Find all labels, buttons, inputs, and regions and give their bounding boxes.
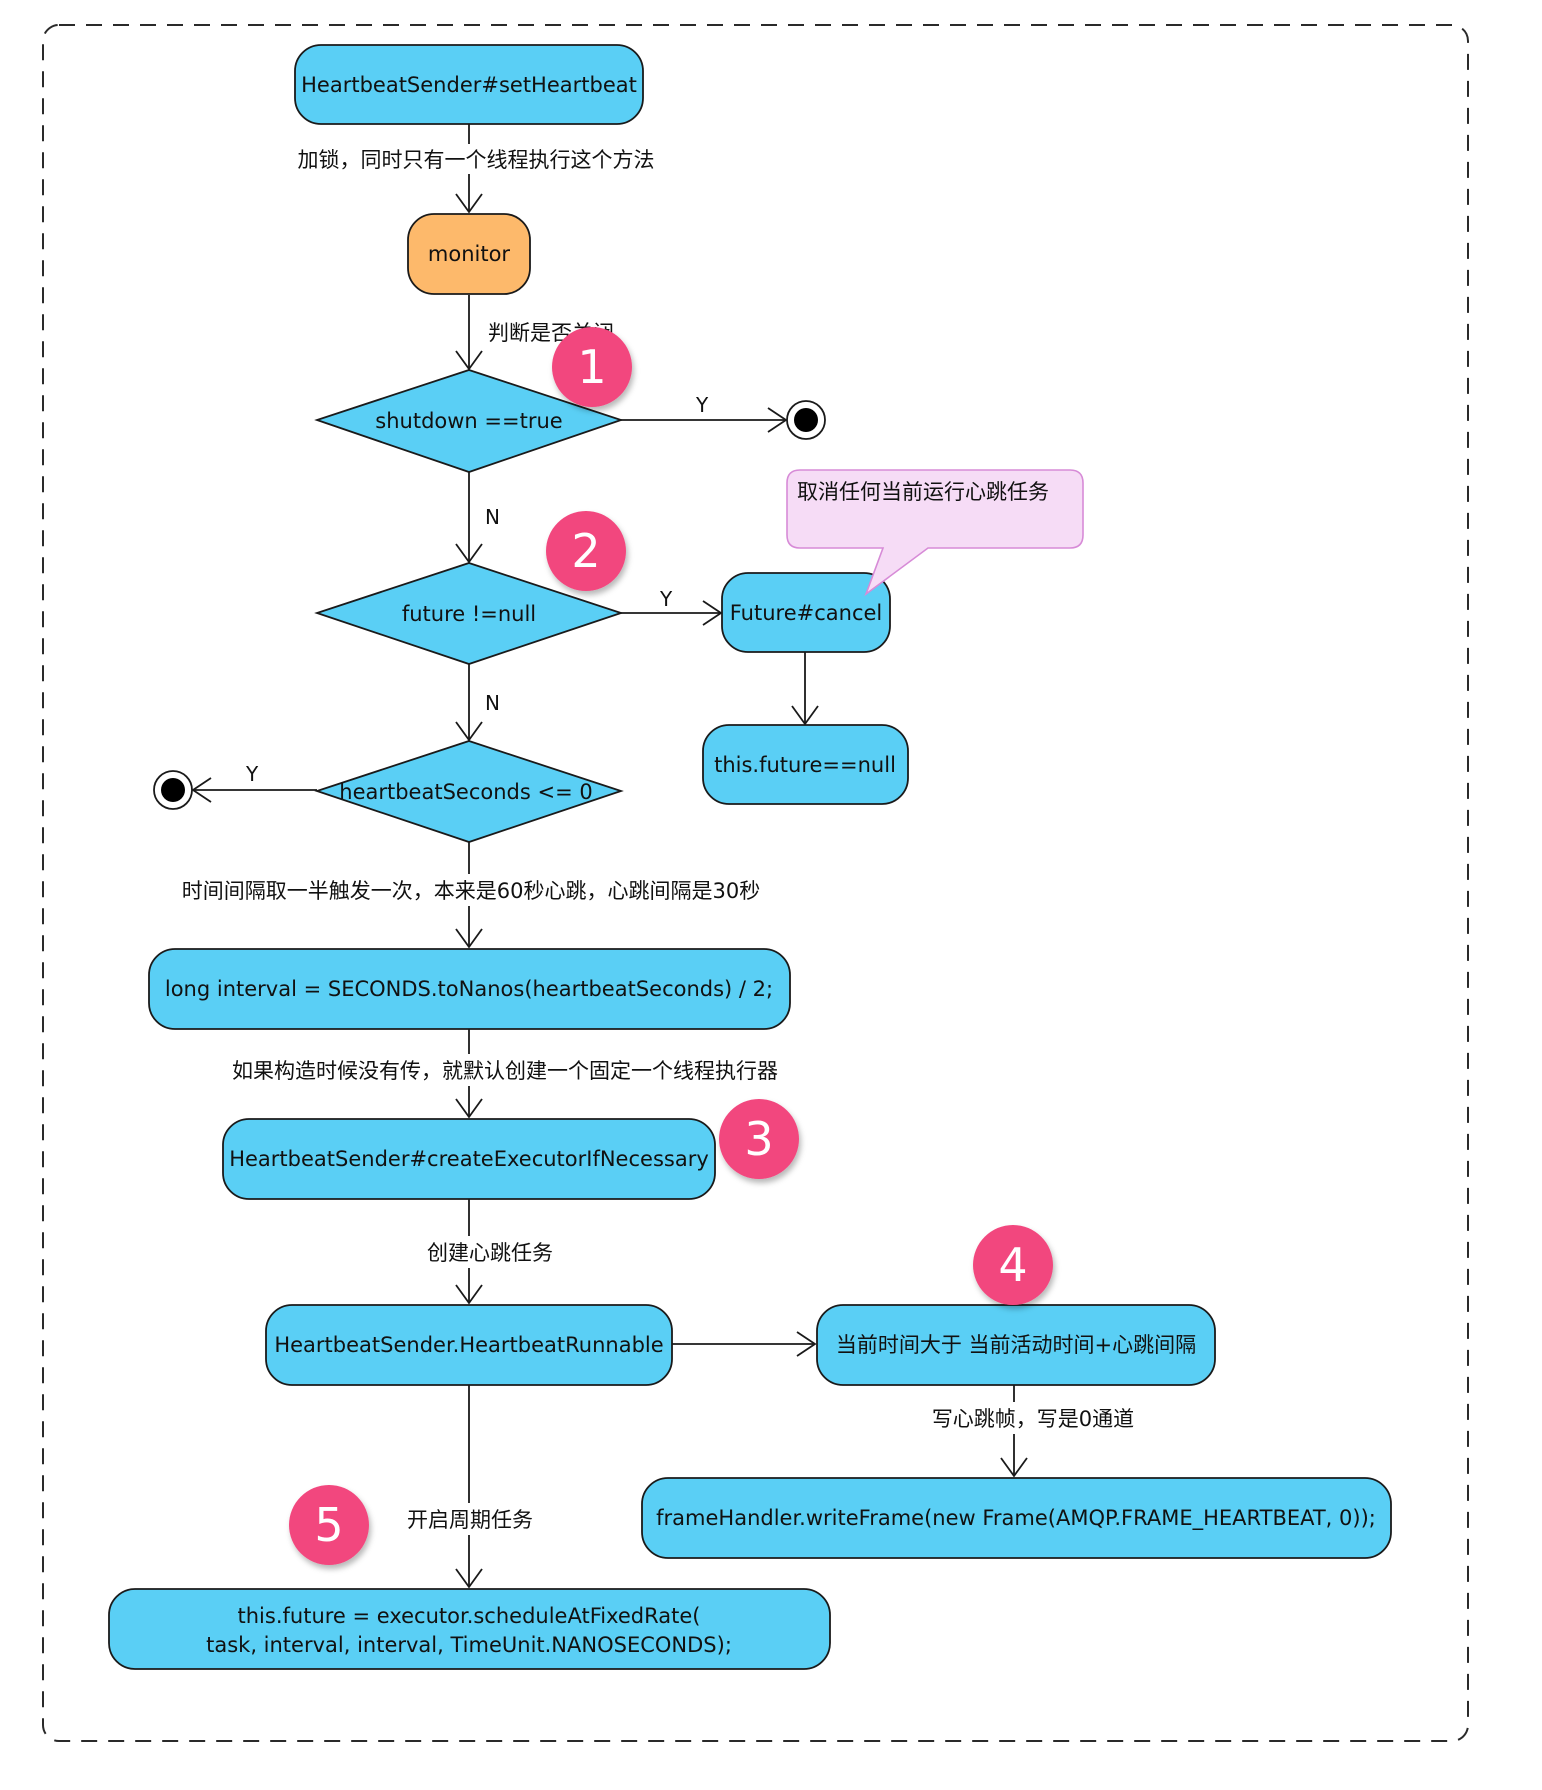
- note-callout-text: 取消任何当前运行心跳任务: [797, 480, 1049, 504]
- arrowhead: [702, 600, 723, 626]
- node-time-check-label: 当前时间大于 当前活动时间+心跳间隔: [836, 1333, 1196, 1357]
- node-interval-label: long interval = SECONDS.toNanos(heartbea…: [165, 977, 773, 1001]
- decision-shutdown: [314, 369, 624, 473]
- badge-4: [973, 1225, 1053, 1305]
- node-time-check: [816, 1304, 1216, 1386]
- decision-seconds-label: heartbeatSeconds <= 0: [339, 780, 592, 804]
- arrowhead: [455, 543, 483, 564]
- node-future-cancel-label: Future#cancel: [730, 601, 883, 625]
- edge-label-future-yes: Y: [659, 587, 673, 611]
- edge-label-shutdown-yes: Y: [695, 393, 709, 417]
- edge-label-start-periodic: 开启周期任务: [407, 1508, 533, 1532]
- arrowhead: [455, 721, 483, 742]
- node-heartbeat-runnable: [265, 1304, 673, 1386]
- diagram-frame: [42, 24, 1469, 1742]
- edge-label-seconds-yes: Y: [245, 762, 259, 786]
- node-create-executor: [222, 1118, 716, 1200]
- edge-label-half-interval: 时间间隔取一半触发一次，本来是60秒心跳，心跳间隔是30秒: [182, 879, 760, 903]
- arrowhead: [455, 928, 483, 949]
- arrowhead: [455, 1098, 483, 1119]
- badge-2-label: 2: [571, 524, 600, 578]
- arrowhead: [1000, 1457, 1028, 1478]
- node-future-null-label: this.future==null: [714, 753, 896, 777]
- node-set-heartbeat-label: HeartbeatSender#setHeartbeat: [301, 73, 637, 97]
- badge-4-label: 4: [998, 1238, 1027, 1292]
- edge-label-create-task: 创建心跳任务: [427, 1241, 553, 1265]
- badge-1-label: 1: [577, 340, 606, 394]
- decision-seconds: [314, 740, 624, 843]
- badge-2: [546, 511, 626, 591]
- edge-label-future-no-text: N: [485, 691, 500, 715]
- arrowhead: [796, 1331, 817, 1357]
- arrowhead: [455, 350, 483, 371]
- node-schedule-label-line1: this.future = executor.scheduleAtFixedRa…: [238, 1604, 701, 1628]
- arrowhead: [767, 407, 788, 433]
- decision-future-label: future !=null: [402, 602, 536, 626]
- node-future-cancel: [721, 572, 891, 653]
- node-write-frame-label: frameHandler.writeFrame(new Frame(AMQP.F…: [656, 1506, 1376, 1531]
- badge-3-label: 3: [744, 1112, 773, 1166]
- note-callout: [786, 469, 1084, 597]
- badge-3: [719, 1099, 799, 1179]
- edge-label-write-heartbeat: 写心跳帧，写是0通道: [932, 1407, 1134, 1431]
- arrowhead: [455, 1568, 483, 1589]
- node-schedule-label-line2: task, interval, interval, TimeUnit.NANOS…: [206, 1633, 732, 1657]
- badge-5-label: 5: [314, 1498, 343, 1552]
- node-set-heartbeat: [294, 44, 644, 125]
- node-monitor: [407, 213, 531, 295]
- node-monitor-label: monitor: [428, 242, 511, 266]
- arrowhead: [191, 777, 212, 803]
- node-create-executor-label: HeartbeatSender#createExecutorIfNecessar…: [229, 1147, 709, 1171]
- node-future-null: [702, 724, 909, 805]
- node-heartbeat-runnable-label: HeartbeatSender.HeartbeatRunnable: [274, 1333, 663, 1357]
- badge-5: [289, 1485, 369, 1565]
- end-node-shutdown-dot: [794, 408, 818, 432]
- arrowhead: [455, 1284, 483, 1305]
- edge-label-lock: 加锁，同时只有一个线程执行这个方法: [298, 148, 655, 172]
- edge-label-shutdown-no: N: [485, 505, 500, 529]
- node-write-frame: [641, 1477, 1392, 1559]
- end-node-seconds-dot: [161, 778, 185, 802]
- arrowhead: [455, 193, 483, 214]
- badge-1: [552, 327, 632, 407]
- arrowhead: [791, 705, 819, 726]
- edge-label-default-executor: 如果构造时候没有传，就默认创建一个固定一个线程执行器: [232, 1059, 778, 1083]
- decision-shutdown-label: shutdown ==true: [375, 409, 562, 433]
- node-interval: [148, 948, 791, 1030]
- decision-future: [314, 562, 624, 665]
- node-schedule: [108, 1588, 831, 1670]
